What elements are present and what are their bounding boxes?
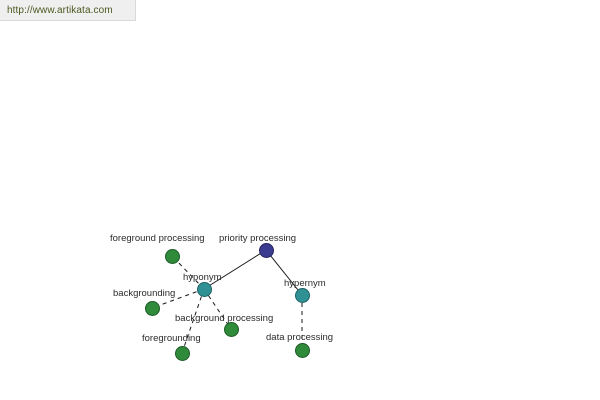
node-label-backgrounding: backgrounding [113,288,176,299]
graph-edge [265,249,303,296]
graph-node-foreground-processing[interactable] [164,248,180,264]
graph-node-backgrounding[interactable] [144,300,160,316]
graph-node-data-processing[interactable] [294,342,310,358]
url-text: http://www.artikata.com [7,4,113,16]
node-label-background-processing: background processing [175,313,274,324]
graph-node-background-processing[interactable] [223,321,239,337]
graph-edge [151,288,205,309]
graph-edge [203,249,267,290]
node-label-data-processing: data processing [266,332,334,343]
graph-node-foregrounding[interactable] [174,345,190,361]
node-label-foreground-processing: foreground processing [110,233,205,244]
node-label-priority-processing: priority processing [219,233,297,244]
graph-edge [181,288,205,354]
node-label-hyponym: hyponym [183,272,222,283]
graph-node-hyponym[interactable] [196,281,212,297]
node-label-hypernym: hypernym [284,278,326,289]
graph-node-priority-processing[interactable] [258,242,274,258]
url-status-bar: http://www.artikata.com [0,0,136,21]
node-label-foregrounding: foregrounding [142,333,201,344]
graph-node-hypernym[interactable] [294,287,310,303]
